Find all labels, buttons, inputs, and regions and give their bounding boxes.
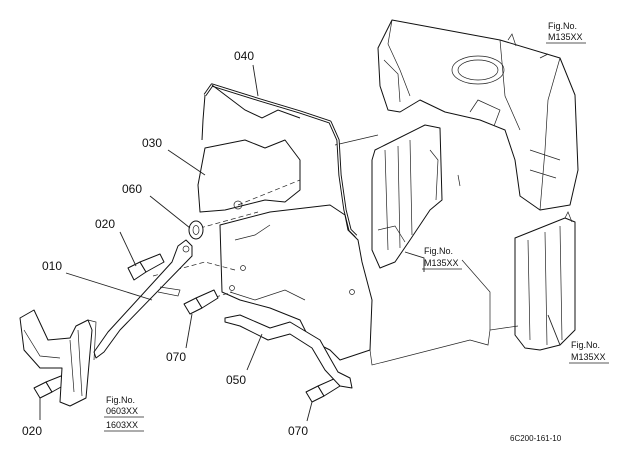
main-panel xyxy=(219,204,373,361)
figref-right-label: Fig.No. xyxy=(571,340,600,350)
left-mounting-bracket xyxy=(19,309,97,407)
part-010-support-rod xyxy=(93,239,193,359)
figref-top-code: M135XX xyxy=(548,32,583,42)
callout-040: 040 xyxy=(234,49,254,63)
side-bracket-middle xyxy=(371,124,443,269)
callout-010: 010 xyxy=(42,259,62,273)
figref-left-code-1: 0603XX xyxy=(106,406,138,416)
figref-middle-label: Fig.No. xyxy=(424,246,453,256)
figure-ref-middle: Fig.No. M135XX xyxy=(422,246,462,270)
callout-060: 060 xyxy=(122,182,142,196)
figref-top-label: Fig.No. xyxy=(548,21,577,31)
callout-020-upper: 020 xyxy=(95,217,115,231)
part-050-lower-strip xyxy=(224,314,353,389)
callout-030: 030 xyxy=(142,136,162,150)
part-030-upper-panel xyxy=(197,139,301,222)
hood-assembly xyxy=(377,19,579,211)
drawing-code: 6C200-161-10 xyxy=(510,434,562,443)
part-060-grommet xyxy=(188,220,204,240)
callout-050: 050 xyxy=(226,373,246,387)
part-070-bolt-upper xyxy=(183,289,219,315)
figref-left-code-2: 1603XX xyxy=(106,420,138,430)
figure-ref-top: Fig.No. M135XX xyxy=(546,21,586,44)
side-bracket-right xyxy=(514,211,576,351)
figure-ref-right: Fig.No. M135XX xyxy=(569,340,609,364)
figref-middle-code: M135XX xyxy=(424,258,459,268)
figure-ref-left: Fig.No. 0603XX 1603XX xyxy=(104,395,144,432)
callout-070-lower: 070 xyxy=(288,424,308,438)
part-070-bolt-lower xyxy=(305,377,341,403)
figref-right-code: M135XX xyxy=(571,352,606,362)
figref-left-label: Fig.No. xyxy=(106,395,135,405)
part-020-bolt-upper xyxy=(127,253,165,281)
callout-020-lower: 020 xyxy=(22,424,42,438)
leader-lines xyxy=(39,53,561,422)
callout-070-upper: 070 xyxy=(166,350,186,364)
callout-labels: 040 030 060 020 010 070 050 070 020 xyxy=(22,49,308,438)
part-040-wire-seal xyxy=(201,83,358,238)
